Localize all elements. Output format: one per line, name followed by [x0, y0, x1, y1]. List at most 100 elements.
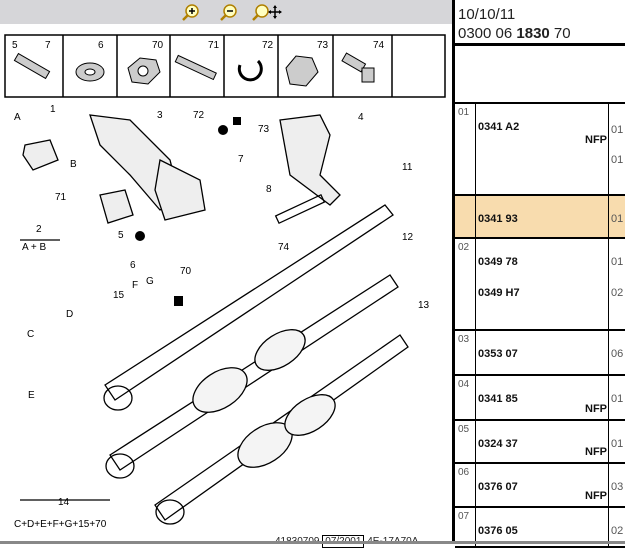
callout: G [146, 276, 154, 287]
callout: 6 [130, 260, 136, 271]
callout: 12 [402, 232, 414, 243]
callout: D [66, 309, 73, 320]
quantity: 02 [611, 525, 624, 537]
part-number[interactable]: 0376 07 [478, 481, 518, 493]
quantity: 03 [611, 481, 624, 493]
nfp-badge: NFP [585, 403, 607, 415]
ref-cell: 04 [455, 376, 476, 419]
nfp-badge: NFP [585, 446, 607, 458]
date: 10/10/11 [458, 6, 516, 23]
scrollbar[interactable] [0, 541, 625, 544]
callout: E [28, 390, 35, 401]
callout: 3 [157, 110, 163, 121]
part-number[interactable]: 0341 A2 [478, 121, 520, 133]
callout: 15 [113, 290, 125, 301]
callout: 70 [180, 266, 192, 277]
part-cell: 0376 07 NFP [476, 464, 609, 506]
part-cell: 0324 37 NFP [476, 421, 609, 462]
qty-cell: 01 [609, 196, 625, 237]
exploded-parts-diagram: 5 7 6 70 71 72 73 74 1 A B 71 2 A + B 3 … [0, 24, 452, 544]
qty-cell: 01 02 [609, 239, 625, 329]
qty-cell: 01 [609, 421, 625, 462]
part-cell: 0349 78 0349 H7 [476, 239, 609, 329]
part-number[interactable]: 0349 78 [478, 256, 518, 268]
quantity: 01 [611, 256, 624, 268]
callout: C [27, 329, 34, 340]
callout: 13 [418, 300, 430, 311]
quantity: 01 [611, 124, 624, 136]
qty-cell: 01 [609, 376, 625, 419]
kit-label: A + B [22, 242, 47, 253]
kit-label: 6 [98, 40, 104, 51]
callout: A [14, 112, 21, 123]
callout: 7 [238, 154, 244, 165]
qty-cell: 02 [609, 508, 625, 546]
quantity: 02 [611, 287, 624, 299]
part-cell: 0353 07 [476, 331, 609, 374]
callout: 8 [266, 184, 272, 195]
quantity: 01 [611, 213, 624, 225]
callout: 71 [55, 192, 67, 203]
ref-cell: 02 [455, 239, 476, 329]
kit-label: C+D+E+F+G+15+70 [14, 519, 107, 530]
part-number[interactable]: 0376 05 [478, 525, 518, 537]
ref-cell [455, 196, 476, 237]
callout: B [70, 159, 77, 170]
ref-cell: 06 [455, 464, 476, 506]
part-number[interactable]: 0341 85 [478, 393, 518, 405]
ref-cell: 03 [455, 331, 476, 374]
toolbar [0, 0, 452, 24]
callout: 4 [358, 112, 364, 123]
part-cell: 0341 93 [476, 196, 609, 237]
qty-cell: 06 [609, 331, 625, 374]
kit-label: 73 [317, 40, 329, 51]
part-cell: 0341 A2 NFP [476, 104, 609, 194]
callout: 73 [258, 124, 270, 135]
callout: 2 [36, 224, 42, 235]
callout: 1 [50, 104, 56, 115]
pan-zoom-icon[interactable] [250, 3, 282, 21]
kit-label: 72 [262, 40, 274, 51]
ref-cell: 05 [455, 421, 476, 462]
quantity: 01 [611, 393, 624, 405]
kit-label: 74 [373, 40, 385, 51]
part-cell: 0341 85 NFP [476, 376, 609, 419]
callout: 74 [278, 242, 290, 253]
kit-label: 7 [45, 40, 51, 51]
part-cell: 0376 05 [476, 508, 609, 546]
callout: 72 [193, 110, 205, 121]
kit-label: 71 [208, 40, 220, 51]
callout: F [132, 280, 138, 291]
part-number[interactable]: 0324 37 [478, 438, 518, 450]
part-number[interactable]: 0353 07 [478, 348, 518, 360]
nfp-badge: NFP [585, 490, 607, 502]
qty-cell: 03 [609, 464, 625, 506]
table-row[interactable]: 0341 93 01 [455, 196, 625, 239]
quantity: 06 [611, 348, 624, 360]
part-number[interactable]: 0349 H7 [478, 287, 520, 299]
kit-label: 70 [152, 40, 164, 51]
ref-cell: 07 [455, 508, 476, 546]
quantity: 01 [611, 154, 624, 166]
nfp-badge: NFP [585, 134, 607, 146]
reference: 0300 06 1830 70 [458, 25, 571, 42]
callout: 5 [118, 230, 124, 241]
callout: 11 [402, 162, 413, 173]
kit-label: 5 [12, 40, 18, 51]
panel-header: 10/10/11 0300 06 1830 70 [455, 0, 625, 46]
ref-cell: 01 [455, 104, 476, 194]
zoom-in-icon[interactable] [180, 3, 202, 21]
zoom-out-icon[interactable] [218, 3, 240, 21]
quantity: 01 [611, 438, 624, 450]
part-number[interactable]: 0341 93 [478, 213, 518, 225]
kit-box [4, 34, 446, 98]
qty-cell: 01 01 [609, 104, 625, 194]
